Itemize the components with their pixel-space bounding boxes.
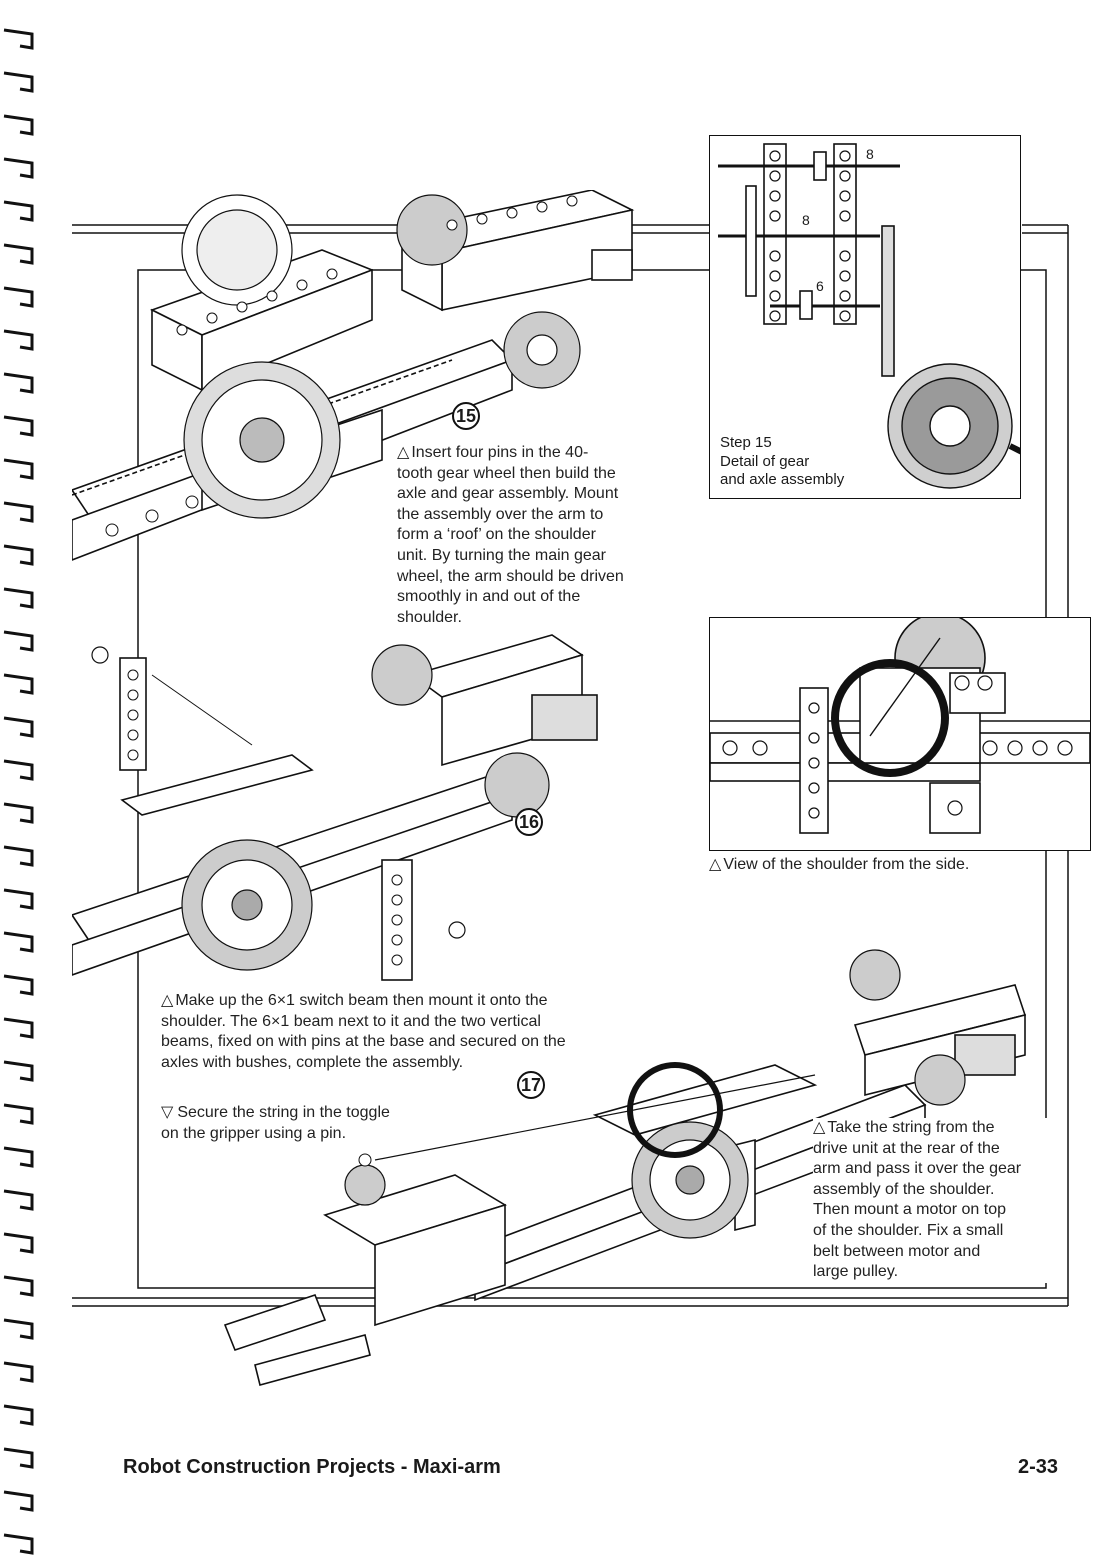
binding-coil: [3, 845, 34, 867]
binding-coil: [3, 200, 34, 222]
binding-coil: [3, 673, 34, 695]
axle-length-label-3: 6: [816, 278, 824, 294]
gear-detail-panel: 8 8 6 Step 15 Detail of gear and axle as…: [709, 135, 1021, 499]
spiral-binding: [3, 28, 34, 1555]
binding-coil: [3, 1060, 34, 1082]
binding-coil: [3, 587, 34, 609]
binding-coil: [3, 28, 34, 50]
binding-coil: [3, 802, 34, 824]
binding-coil: [3, 544, 34, 566]
binding-coil: [3, 1447, 34, 1469]
binding-coil: [3, 415, 34, 437]
binding-coil: [3, 243, 34, 265]
binding-coil: [3, 458, 34, 480]
binding-coil: [3, 286, 34, 308]
binding-coil: [3, 1490, 34, 1512]
binding-coil: [3, 1275, 34, 1297]
binding-coil: [3, 1146, 34, 1168]
gear-detail-illustration: [718, 143, 1020, 489]
binding-coil: [3, 1017, 34, 1039]
binding-coil: [3, 372, 34, 394]
binding-coil: [3, 329, 34, 351]
step-16-number: 16: [515, 808, 543, 836]
detail-panel-caption: Step 15 Detail of gear and axle assembly: [720, 434, 845, 488]
side-view-caption: View of the shoulder from the side.: [709, 855, 969, 876]
binding-coil: [3, 888, 34, 910]
step-15-number: 15: [452, 402, 480, 430]
binding-coil: [3, 759, 34, 781]
shoulder-side-view-illustration: [710, 618, 1090, 834]
step-16-illustration: [72, 634, 598, 981]
step-16-instructions: Make up the 6×1 switch beam then mount i…: [161, 991, 631, 1073]
shoulder-side-view-panel: [709, 617, 1091, 851]
binding-coil: [3, 1232, 34, 1254]
binding-coil: [3, 1361, 34, 1383]
step-17-string-motor-instructions: Take the string from the drive unit at t…: [813, 1118, 1053, 1283]
step-17-secure-string-instructions: Secure the string in the toggle on the g…: [161, 1103, 421, 1144]
binding-coil: [3, 157, 34, 179]
binding-coil: [3, 716, 34, 738]
binding-coil: [3, 1318, 34, 1340]
axle-length-label-1: 8: [866, 146, 874, 162]
binding-coil: [3, 931, 34, 953]
binding-coil: [3, 114, 34, 136]
step-17-number: 17: [517, 1071, 545, 1099]
binding-coil: [3, 974, 34, 996]
step-15-illustration: [72, 190, 635, 561]
binding-coil: [3, 71, 34, 93]
step-15-instructions: Insert four pins in the 40- tooth gear w…: [397, 443, 687, 628]
axle-length-label-2: 8: [802, 212, 810, 228]
binding-coil: [3, 1103, 34, 1125]
binding-coil: [3, 1404, 34, 1426]
footer-title: Robot Construction Projects - Maxi-arm: [123, 1456, 501, 1478]
page-number: 2-33: [1018, 1456, 1059, 1478]
binding-coil: [3, 501, 34, 523]
binding-coil: [3, 1189, 34, 1211]
binding-coil: [3, 630, 34, 652]
binding-coil: [3, 1533, 34, 1555]
